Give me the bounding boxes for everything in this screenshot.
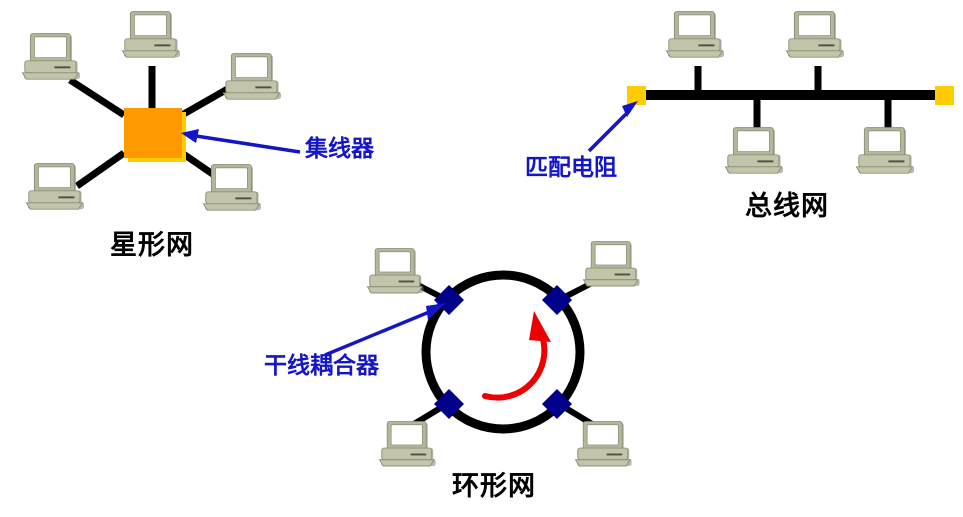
ring-topology-group bbox=[324, 241, 641, 467]
star-node-top[interactable] bbox=[121, 11, 181, 58]
star-node-bottom-right[interactable] bbox=[202, 164, 262, 211]
ring-node-bottom-left[interactable] bbox=[378, 421, 437, 467]
star-topology-group bbox=[21, 11, 301, 211]
ring-node-top-right[interactable] bbox=[582, 241, 641, 287]
bus-node-bottom-right[interactable] bbox=[855, 127, 915, 174]
terminator-annotation-arrow bbox=[587, 101, 638, 153]
star-node-top-right[interactable] bbox=[222, 53, 282, 100]
bus-topology-title: 总线网 bbox=[745, 191, 829, 222]
ring-trunk-circle bbox=[421, 270, 585, 434]
star-topology-title: 星形网 bbox=[110, 230, 194, 261]
star-node-top-left[interactable] bbox=[21, 33, 81, 80]
bus-node-top-left[interactable] bbox=[665, 11, 725, 58]
bus-topology-group bbox=[587, 11, 954, 174]
coupler-annotation-arrow bbox=[324, 303, 446, 357]
terminator-annotation-label: 匹配电阻 bbox=[525, 155, 617, 181]
bus-terminator-right[interactable] bbox=[935, 86, 954, 105]
ring-topology-title: 环形网 bbox=[452, 471, 536, 502]
bus-drop-lines bbox=[694, 66, 892, 128]
bus-node-top-right[interactable] bbox=[785, 11, 845, 58]
star-link-top-left bbox=[68, 77, 126, 118]
hub-square bbox=[124, 108, 182, 158]
hub-annotation-label: 集线器 bbox=[305, 136, 374, 162]
ring-node-top-left[interactable] bbox=[366, 248, 425, 294]
bus-node-bottom-left[interactable] bbox=[724, 127, 784, 174]
hub-device[interactable] bbox=[124, 108, 186, 162]
coupler-annotation-label: 干线耦合器 bbox=[264, 353, 379, 379]
token-direction-arrow bbox=[482, 311, 551, 401]
hub-annotation-arrow bbox=[181, 129, 301, 154]
star-links bbox=[68, 66, 240, 191]
bus-terminator-left[interactable] bbox=[627, 86, 646, 105]
star-node-bottom-left[interactable] bbox=[25, 163, 85, 210]
star-link-bottom-left bbox=[74, 150, 127, 189]
ring-node-bottom-right[interactable] bbox=[574, 421, 633, 467]
